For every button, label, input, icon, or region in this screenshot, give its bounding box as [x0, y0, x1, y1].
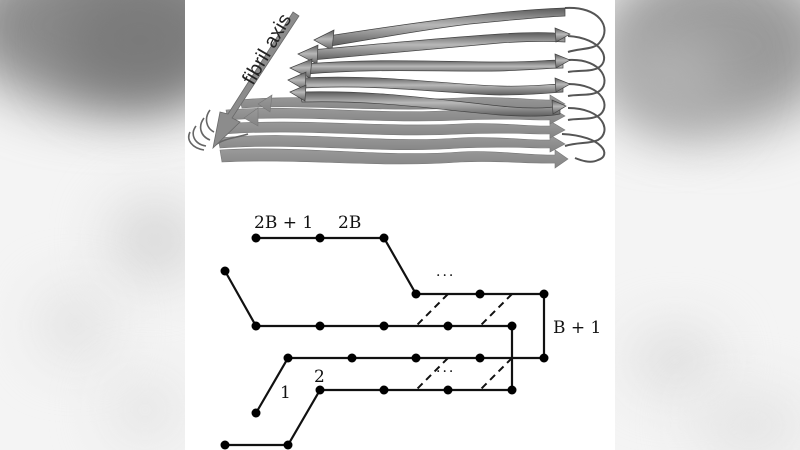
bg-blob — [630, 330, 720, 390]
bg-blob — [110, 380, 180, 440]
node — [315, 233, 325, 243]
node — [251, 321, 261, 331]
node — [539, 289, 549, 299]
node — [251, 408, 261, 418]
node — [475, 289, 485, 299]
node — [315, 385, 325, 395]
node — [507, 321, 517, 331]
loop-connectors — [561, 6, 606, 163]
fibril-axis-label: fibril axis — [238, 10, 296, 88]
chain-second — [223, 269, 514, 392]
node — [220, 440, 230, 450]
lattice-nodes — [220, 233, 549, 450]
upper-strands — [287, 7, 571, 117]
node — [411, 289, 421, 299]
node — [347, 353, 357, 363]
bg-blob — [610, 30, 730, 130]
lattice-graph — [223, 236, 546, 447]
node — [379, 385, 389, 395]
node — [283, 440, 293, 450]
lower-strands — [217, 94, 569, 169]
node — [411, 353, 421, 363]
bg-blob — [40, 290, 110, 360]
node — [251, 233, 261, 243]
node — [443, 385, 453, 395]
node — [315, 321, 325, 331]
label-1: 1 — [280, 383, 291, 403]
bg-blob — [690, 390, 800, 450]
node — [220, 266, 230, 276]
label-2b-plus-1: 2B + 1 — [254, 213, 313, 233]
node — [379, 233, 389, 243]
node — [539, 353, 549, 363]
label-2b: 2B — [338, 213, 361, 233]
fibril-axis-arrow — [212, 11, 300, 150]
label-b-plus-1: B + 1 — [553, 318, 601, 338]
chain-fourth — [223, 388, 514, 447]
protein-ribbon-diagram: fibril axis — [188, 6, 606, 169]
chain-top — [254, 236, 546, 360]
node — [507, 385, 517, 395]
node — [475, 353, 485, 363]
node — [379, 321, 389, 331]
contact-dashes — [415, 293, 513, 391]
ellipsis-top: ··· — [436, 268, 455, 284]
node — [283, 353, 293, 363]
ellipsis-bottom: ··· — [436, 364, 455, 380]
node — [443, 321, 453, 331]
label-2: 2 — [314, 367, 325, 387]
chain-third — [254, 356, 546, 415]
